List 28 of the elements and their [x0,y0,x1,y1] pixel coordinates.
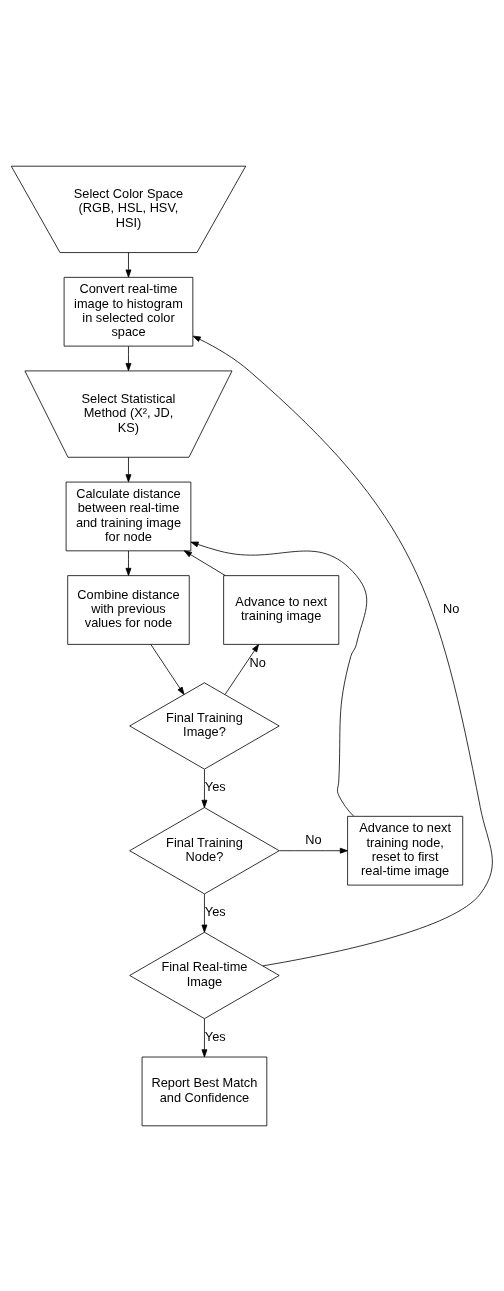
node-box: Advance to next training image [223,574,340,645]
arrow [201,893,208,933]
node-box: Combine distance with previous values for node [67,574,190,645]
node-diamond: Final Training Node? [129,806,280,894]
arrow [201,768,208,808]
arrow [150,643,185,695]
edge-label: Yes [204,778,226,794]
edge-label: No [249,654,266,670]
edge-label: No [442,600,460,616]
arrow [279,847,348,854]
arrow [190,541,368,816]
node-box: Calculate distance between real-time and training image for node [65,481,192,551]
node-box: Advance to next training node, reset to first real-time image [347,815,464,885]
edge-label: Yes [204,903,226,919]
arrow [183,549,226,576]
arrow [125,251,132,277]
edge-label: No [305,831,322,847]
arrow [125,550,132,576]
arrow [125,345,132,371]
node-diamond: Final Training Image? [129,681,280,770]
edge-label: Yes [204,1028,226,1044]
node-box: Convert real-time image to histogram in selected color space [63,276,194,346]
node-box: Report Best Match and Confidence [141,1056,268,1126]
arrow [192,335,493,966]
arrow [224,643,259,695]
arrow [201,1017,208,1057]
arrow [125,456,132,482]
node-diamond: Final Real-time Image [129,931,280,1019]
